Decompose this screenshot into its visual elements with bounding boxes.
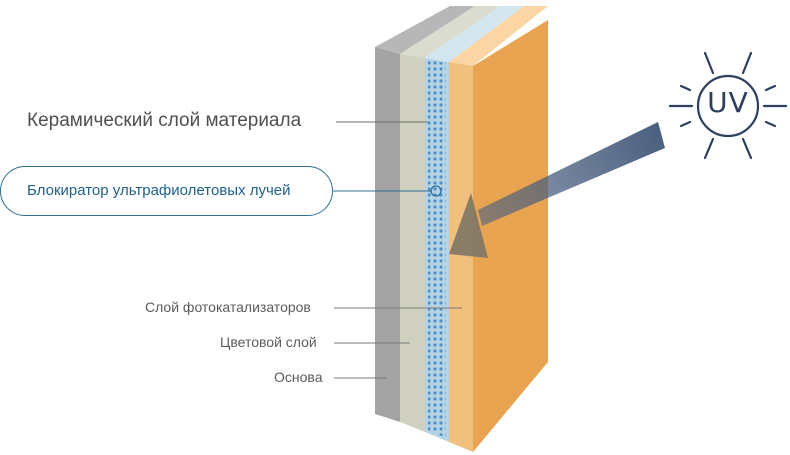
- base-layer: [375, 47, 400, 422]
- photocatalyst-layer: [449, 62, 473, 452]
- uv-blocker-callout: Блокиратор ультрафиолетовых лучей: [0, 166, 333, 216]
- color-layer-label: Цветовой слой: [220, 334, 317, 350]
- blocker-marker: [430, 185, 442, 197]
- ceramic-layer-label: Керамический слой материала: [27, 110, 302, 131]
- photocatalyst-layer-label: Слой фотокатализаторов: [145, 299, 311, 315]
- uv-sun-label: UV: [707, 86, 749, 119]
- uv-blocker-dots: [428, 60, 446, 438]
- color-layer: [400, 54, 425, 432]
- uv-ray-arrow: [449, 122, 665, 258]
- uv-blocker-label: Блокиратор ультрафиолетовых лучей: [27, 182, 291, 199]
- uv-sun-icon: [668, 51, 788, 160]
- base-layer-label: Основа: [274, 369, 323, 385]
- ceramic-layer: [473, 20, 548, 452]
- slab-top-face: [375, 6, 548, 66]
